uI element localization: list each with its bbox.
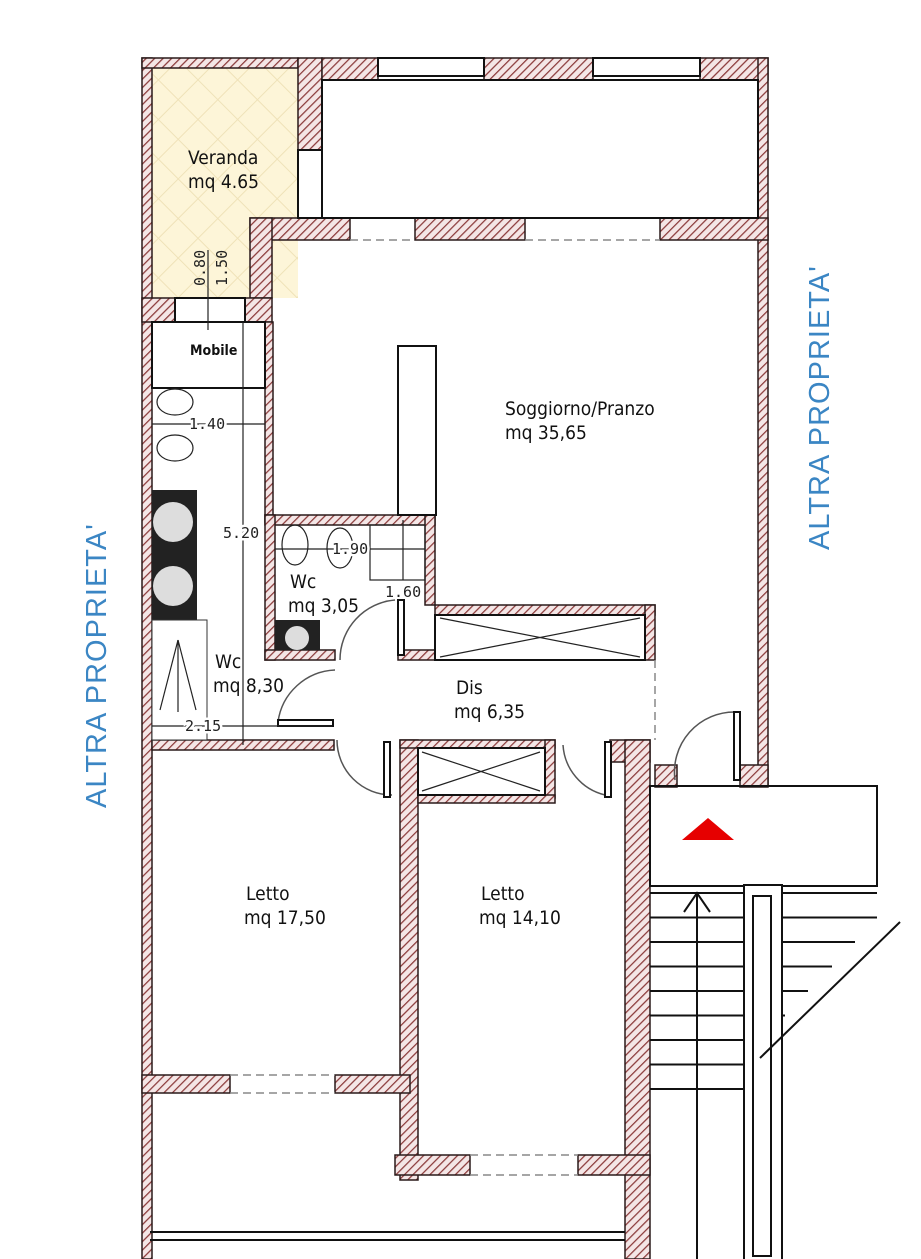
dimension-labels: 0.80 1.50 1.40 5.20 1.90 1.60 2.15	[183, 250, 422, 738]
dim-520: 5.20	[223, 524, 259, 542]
soggiorno-area: mq 35,65	[505, 422, 587, 444]
room-labels: Veranda mq 4.65 Soggiorno/Pranzo mq 35,6…	[188, 147, 655, 929]
wc-large-name: Wc	[215, 651, 241, 673]
entry-arrow-icon	[682, 818, 734, 840]
dim-160: 1.60	[385, 583, 421, 601]
veranda-floor	[152, 68, 298, 298]
wc-large-area: mq 8,30	[213, 675, 284, 697]
staircase	[649, 785, 901, 1259]
column	[397, 345, 437, 516]
neighbor-label-left: ALTRA PROPRIETA'	[81, 523, 113, 808]
soggiorno-name: Soggiorno/Pranzo	[505, 398, 655, 420]
letto1-area: mq 17,50	[244, 907, 326, 929]
dim-080: 0.80	[191, 250, 209, 286]
walls	[141, 57, 769, 1259]
wc-small-area: mq 3,05	[288, 595, 359, 617]
dis-name: Dis	[456, 677, 483, 699]
dis-area: mq 6,35	[454, 701, 525, 723]
veranda-area: mq 4.65	[188, 171, 259, 193]
neighbor-label-right: ALTRA PROPRIETA'	[804, 265, 836, 550]
letto2-name: Letto	[481, 883, 525, 905]
dim-215: 2.15	[185, 717, 221, 735]
dim-150: 1.50	[213, 250, 231, 286]
mobile-cabinet	[151, 321, 266, 389]
veranda-name: Veranda	[188, 147, 258, 169]
dim-190: 1.90	[332, 540, 368, 558]
letto2-area: mq 14,10	[479, 907, 561, 929]
dim-140: 1.40	[189, 415, 225, 433]
fixtures	[151, 321, 646, 796]
mobile-label: Mobile	[190, 343, 237, 359]
dimension-lines	[152, 250, 425, 745]
windows	[150, 57, 759, 1241]
letto1-name: Letto	[246, 883, 290, 905]
wc-small-name: Wc	[290, 571, 316, 593]
